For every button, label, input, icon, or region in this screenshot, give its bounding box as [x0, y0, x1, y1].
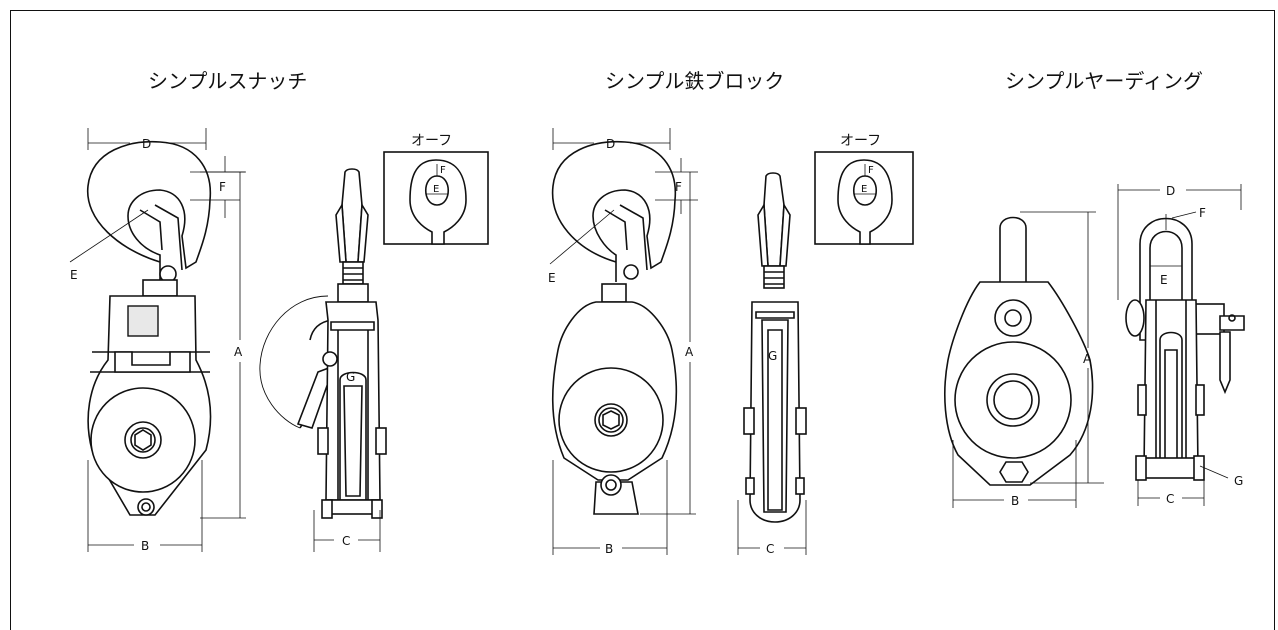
- title-snatch: シンプルスナッチ: [148, 69, 307, 93]
- dim-label-c-yarding: C: [1166, 492, 1174, 506]
- dim-label-e-iron: E: [548, 271, 556, 285]
- snatch-block-front: [87, 140, 212, 516]
- dim-label-f-box-2: F: [868, 165, 874, 176]
- dim-label-f-box-1: F: [440, 165, 446, 176]
- dim-label-a-snatch: A: [234, 345, 243, 359]
- eye-box-title-2: オーフ: [840, 133, 881, 149]
- snatch-side-dimensions: C: [313, 510, 381, 552]
- diagram-frame: [10, 10, 1275, 630]
- dim-label-d-snatch: D: [142, 137, 151, 151]
- eye-detail-box-1: オーフ F E: [383, 133, 489, 245]
- dim-label-e-box-1: E: [433, 184, 439, 195]
- dim-label-c-snatch: C: [342, 534, 350, 548]
- dim-label-d-iron: D: [606, 137, 615, 151]
- dim-label-e-snatch: E: [70, 268, 78, 282]
- dim-label-b-iron: B: [605, 542, 613, 556]
- iron-block-dimensions: D F E A B: [548, 128, 698, 556]
- dim-label-d-yarding: D: [1166, 184, 1175, 198]
- iron-side-dimensions: C: [737, 500, 807, 556]
- dim-label-e-box-2: E: [861, 184, 867, 195]
- yarding-front-dimensions: A B: [952, 211, 1104, 508]
- eye-box-title-1: オーフ: [411, 133, 452, 149]
- dim-label-g-yarding: G: [1234, 474, 1243, 488]
- dim-label-g-iron: G: [768, 349, 777, 363]
- iron-block-front: [551, 140, 677, 515]
- dim-label-e-yarding: E: [1160, 273, 1168, 287]
- yarding-side-dimensions: D F E G C: [1117, 184, 1243, 506]
- iron-block-side: G: [743, 172, 807, 523]
- dim-label-a-yarding: A: [1083, 352, 1092, 366]
- dim-label-f-yarding: F: [1199, 206, 1206, 220]
- dim-label-b-snatch: B: [141, 539, 149, 553]
- dim-label-a-iron: A: [685, 345, 694, 359]
- snatch-block-side: G: [259, 168, 387, 519]
- snatch-dimensions: D F E A B: [69, 128, 246, 553]
- title-iron-block: シンプル鉄ブロック: [605, 69, 784, 93]
- dim-label-f-iron: F: [675, 180, 682, 194]
- dim-label-b-yarding: B: [1011, 494, 1019, 508]
- yarding-block-front: [944, 216, 1094, 486]
- title-yarding: シンプルヤーディング: [1005, 69, 1203, 93]
- dim-label-f-snatch: F: [219, 180, 226, 194]
- yarding-block-side: [1125, 217, 1245, 481]
- dim-label-c-iron: C: [766, 542, 774, 556]
- dim-label-g-snatch: G: [346, 370, 355, 384]
- eye-detail-box-2: オーフ F E: [814, 133, 914, 245]
